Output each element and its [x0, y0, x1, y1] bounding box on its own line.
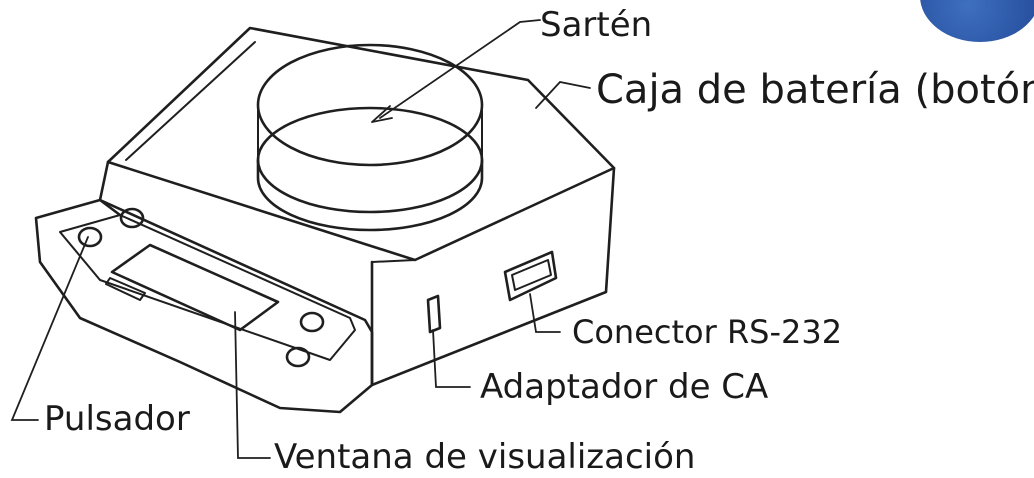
label-button: Pulsador	[44, 399, 190, 439]
label-pan: Sartén	[540, 5, 653, 45]
leader-ac	[432, 329, 471, 388]
balance-top-surface	[106, 26, 616, 262]
leader-battery	[535, 81, 591, 109]
leader-rs232	[529, 293, 561, 333]
buttons	[77, 207, 325, 368]
leader-pan-arrow	[371, 105, 393, 123]
ac-adapter-socket	[426, 294, 442, 334]
leader-pan	[379, 19, 541, 119]
leader-button	[10, 236, 89, 421]
display-window	[110, 243, 280, 332]
label-battery-box: Caja de batería (botón)	[596, 67, 1034, 113]
balance-right-side	[370, 166, 616, 387]
pan	[256, 43, 484, 232]
label-ac-adapter: Adaptador de CA	[480, 367, 769, 407]
label-rs232: Conector RS-232	[572, 313, 843, 351]
leader-display	[234, 311, 271, 459]
rs232-connector	[503, 250, 558, 302]
label-display-window: Ventana de visualización	[274, 437, 696, 477]
